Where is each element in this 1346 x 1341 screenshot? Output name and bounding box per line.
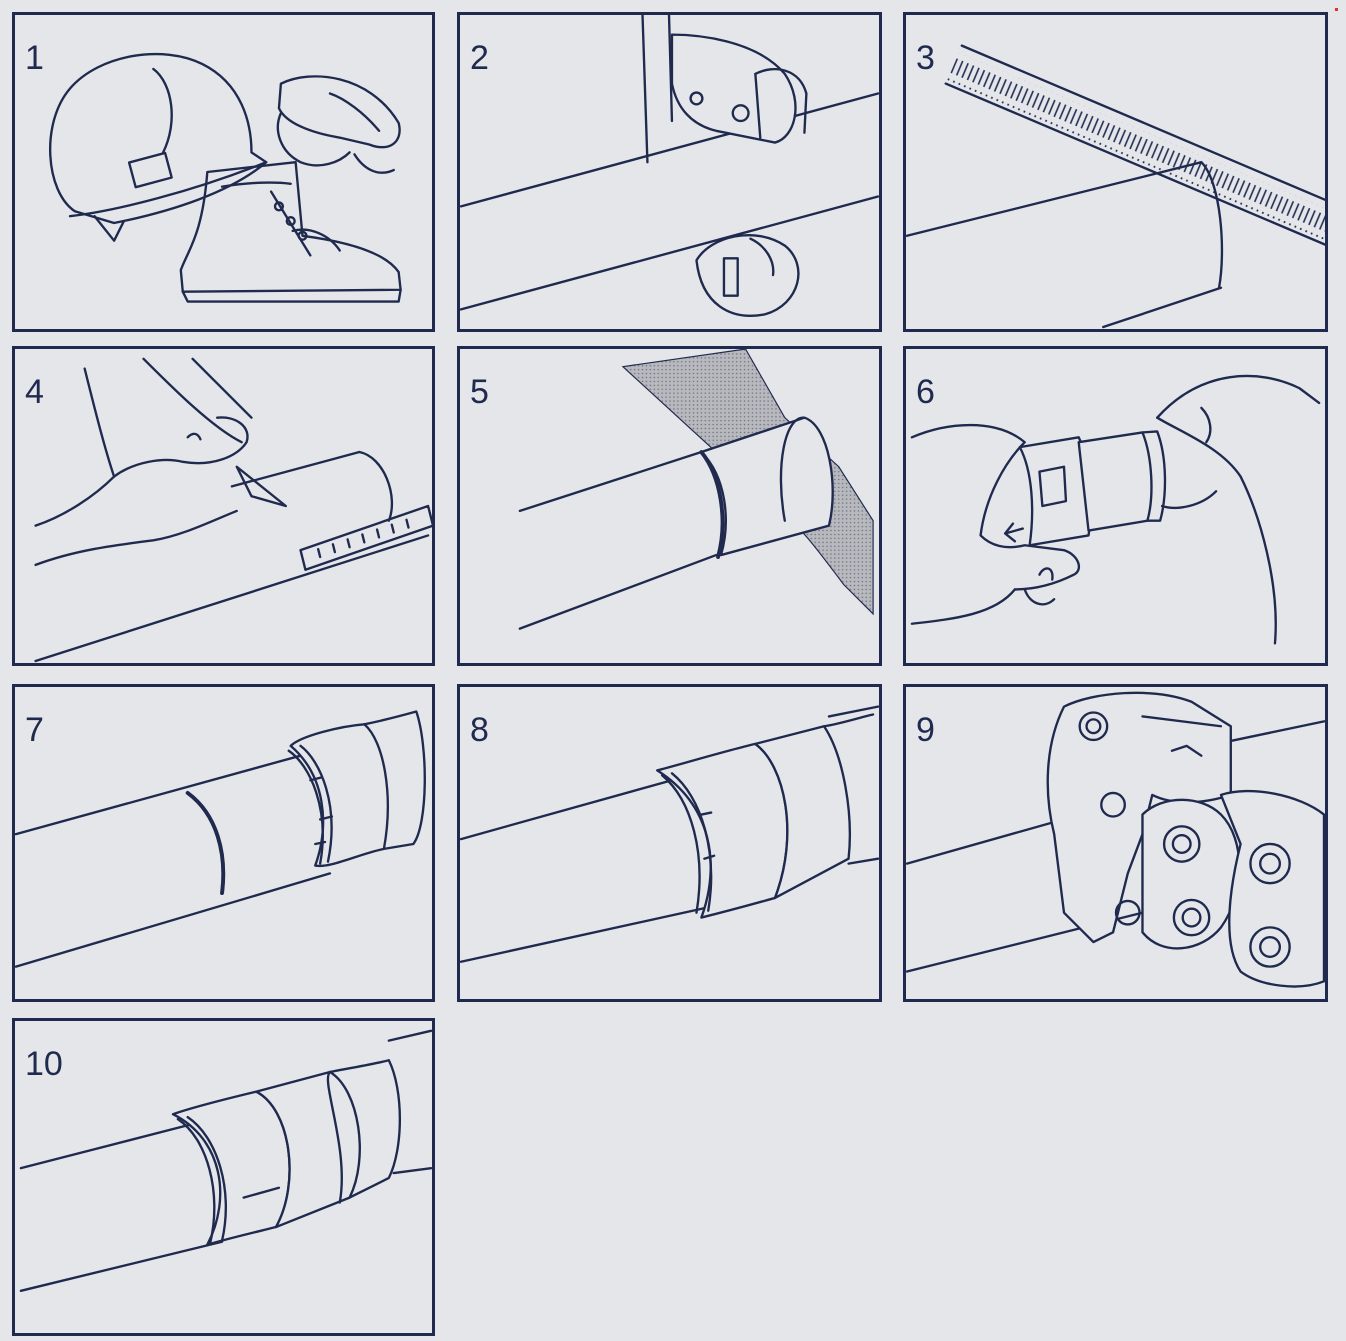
step-7-panel: 7 — [12, 684, 435, 1002]
step-6-number: 6 — [916, 375, 935, 409]
step-10-number: 10 — [25, 1047, 63, 1081]
insert-fitting-illustration — [906, 349, 1325, 663]
pipe-icon — [520, 418, 833, 629]
ruler-icon — [946, 46, 1325, 249]
mark-pipe-illustration — [15, 349, 432, 663]
measure-pipe-illustration — [906, 15, 1325, 329]
step-10-panel: 10 — [12, 1018, 435, 1336]
step-1-number: 1 — [25, 41, 44, 75]
step-9-panel: 9 — [903, 684, 1328, 1002]
deburr-pipe-illustration — [460, 349, 879, 663]
step-3-panel: 3 — [903, 12, 1328, 332]
step-8-panel: 8 — [457, 684, 882, 1002]
step-6-panel: 6 — [903, 346, 1328, 666]
press-jaw-icon — [1048, 693, 1324, 987]
step-5-panel: 5 — [457, 346, 882, 666]
pipe-icon — [461, 94, 878, 310]
pipe-icon — [36, 452, 429, 661]
safety-gear-illustration — [15, 15, 432, 329]
pipe-icon — [907, 162, 1222, 327]
fitting-icon — [657, 714, 873, 917]
step-4-panel: 4 — [12, 346, 435, 666]
direction-arrow-icon — [1005, 524, 1023, 542]
step-9-number: 9 — [916, 713, 935, 747]
step-7-number: 7 — [25, 713, 44, 747]
safety-goggles-icon — [278, 76, 400, 172]
position-fitting-illustration — [15, 687, 432, 999]
step-1-panel: 1 — [12, 12, 435, 332]
fitting-icon — [1020, 431, 1165, 545]
hard-hat-icon — [50, 54, 266, 241]
step-8-number: 8 — [470, 713, 489, 747]
pressed-fitting-icon — [173, 1060, 400, 1244]
corner-mark — [1335, 8, 1338, 11]
step-2-label: 2 — [470, 41, 489, 75]
step-5-number: 5 — [470, 375, 489, 409]
step-3-number: 3 — [916, 41, 935, 75]
step-2-panel: 1 2 — [457, 12, 882, 332]
hand-with-pencil-icon — [36, 359, 286, 565]
press-tool-illustration — [906, 687, 1325, 999]
fitting-inserted-illustration — [460, 687, 879, 999]
safety-boot-icon — [181, 162, 401, 301]
fitting-icon — [289, 712, 425, 866]
cutter-tool-icon — [643, 15, 807, 316]
right-hand-icon — [1157, 376, 1319, 643]
pipe-cutter-illustration — [460, 15, 879, 329]
ruler-icon — [301, 506, 432, 570]
pipe-icon — [16, 756, 330, 967]
step-4-number: 4 — [25, 375, 44, 409]
finished-joint-illustration — [15, 1021, 432, 1333]
